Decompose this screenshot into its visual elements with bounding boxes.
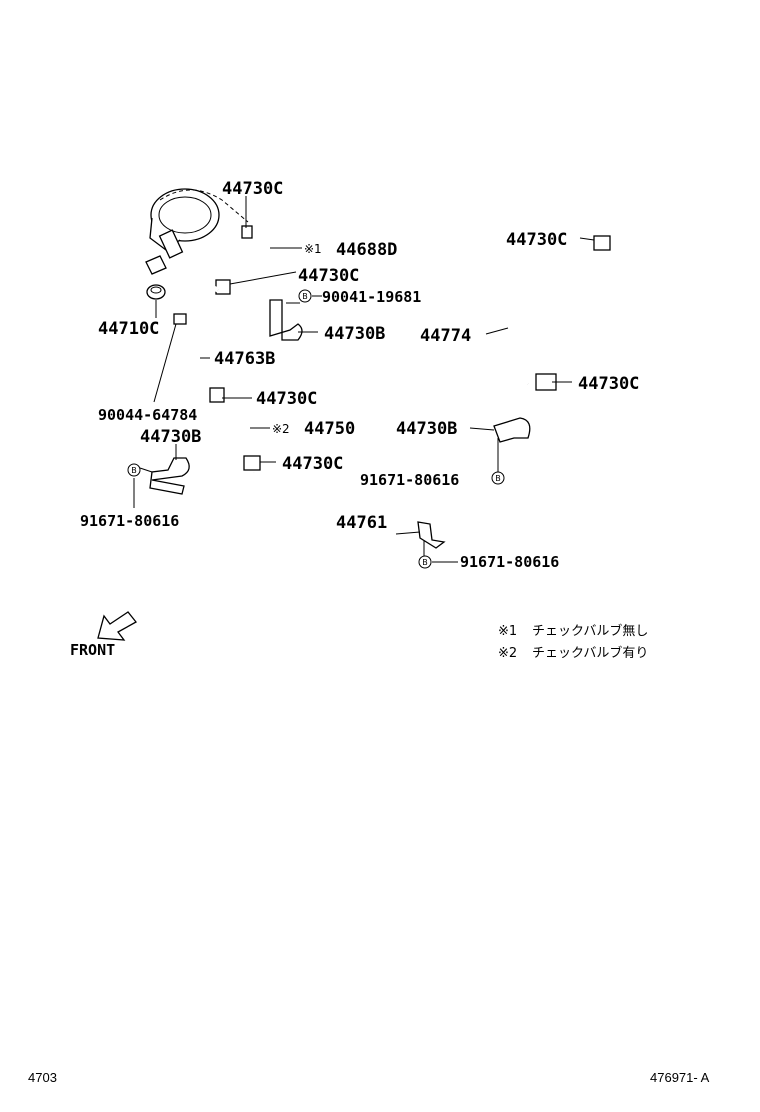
label-44730c-4: 44730C <box>282 454 343 474</box>
label-44763b: 44763B <box>214 349 275 369</box>
svg-text:B: B <box>131 466 137 475</box>
hose-44774 <box>490 235 611 391</box>
grommet-44710c <box>146 284 166 300</box>
bracket-bottom <box>417 521 446 549</box>
note-2-text: チェックバルブ有り <box>532 645 648 661</box>
valve-90044 <box>173 313 187 325</box>
label-44710c: 44710C <box>98 319 159 339</box>
label-44730c-right-top: 44730C <box>506 230 567 250</box>
note-1-mark: ※1 <box>498 624 517 639</box>
circle-b-left: B <box>127 463 141 477</box>
label-44730c-2: 44730C <box>298 266 359 286</box>
bracket-44730b-left <box>149 457 190 495</box>
leader-lines <box>133 196 595 563</box>
circle-b-right: B <box>491 471 505 485</box>
pipe-44763b <box>175 281 220 395</box>
note-2-mark: ※2 <box>498 646 517 661</box>
label-44730c-top: 44730C <box>222 179 283 199</box>
footer-diagram-id: 476971- A <box>650 1070 710 1085</box>
front-arrow-icon <box>97 611 137 641</box>
hose-44750 <box>209 387 261 471</box>
label-front: FRONT <box>70 641 115 659</box>
label-44730b-mid: 44730B <box>324 324 385 344</box>
label-91671-80616-right: 91671-80616 <box>360 471 459 489</box>
footer-page-id: 4703 <box>28 1070 57 1085</box>
label-91671-80616-bottom: 91671-80616 <box>460 553 559 571</box>
label-44730b-right: 44730B <box>396 419 457 439</box>
label-44750: 44750 <box>304 419 355 439</box>
label-90041-19681: 90041-19681 <box>322 288 421 306</box>
label-44730c-right: 44730C <box>578 374 639 394</box>
label-44774: 44774 <box>420 326 471 346</box>
hose-44688d <box>215 225 274 295</box>
svg-text:B: B <box>422 558 428 567</box>
label-91671-80616-left: 91671-80616 <box>80 512 179 530</box>
note-1-text: チェックバルブ無し <box>532 623 648 639</box>
pipe-44761 <box>251 381 588 563</box>
brake-booster <box>145 188 249 275</box>
label-mark2: ※2 <box>272 422 290 436</box>
label-44761: 44761 <box>336 513 387 533</box>
label-90044-64784: 90044-64784 <box>98 406 197 424</box>
label-mark1: ※1 <box>304 242 322 256</box>
svg-text:B: B <box>302 292 308 301</box>
label-44730c-3: 44730C <box>256 389 317 409</box>
bracket-44730b-right <box>493 417 531 443</box>
bracket-44730b-mid <box>269 299 303 341</box>
circle-b-bottom: B <box>418 555 432 569</box>
svg-text:B: B <box>495 474 501 483</box>
label-44730b-left: 44730B <box>140 427 201 447</box>
circle-b-mid: B <box>298 289 312 303</box>
label-44688d: 44688D <box>336 240 397 260</box>
